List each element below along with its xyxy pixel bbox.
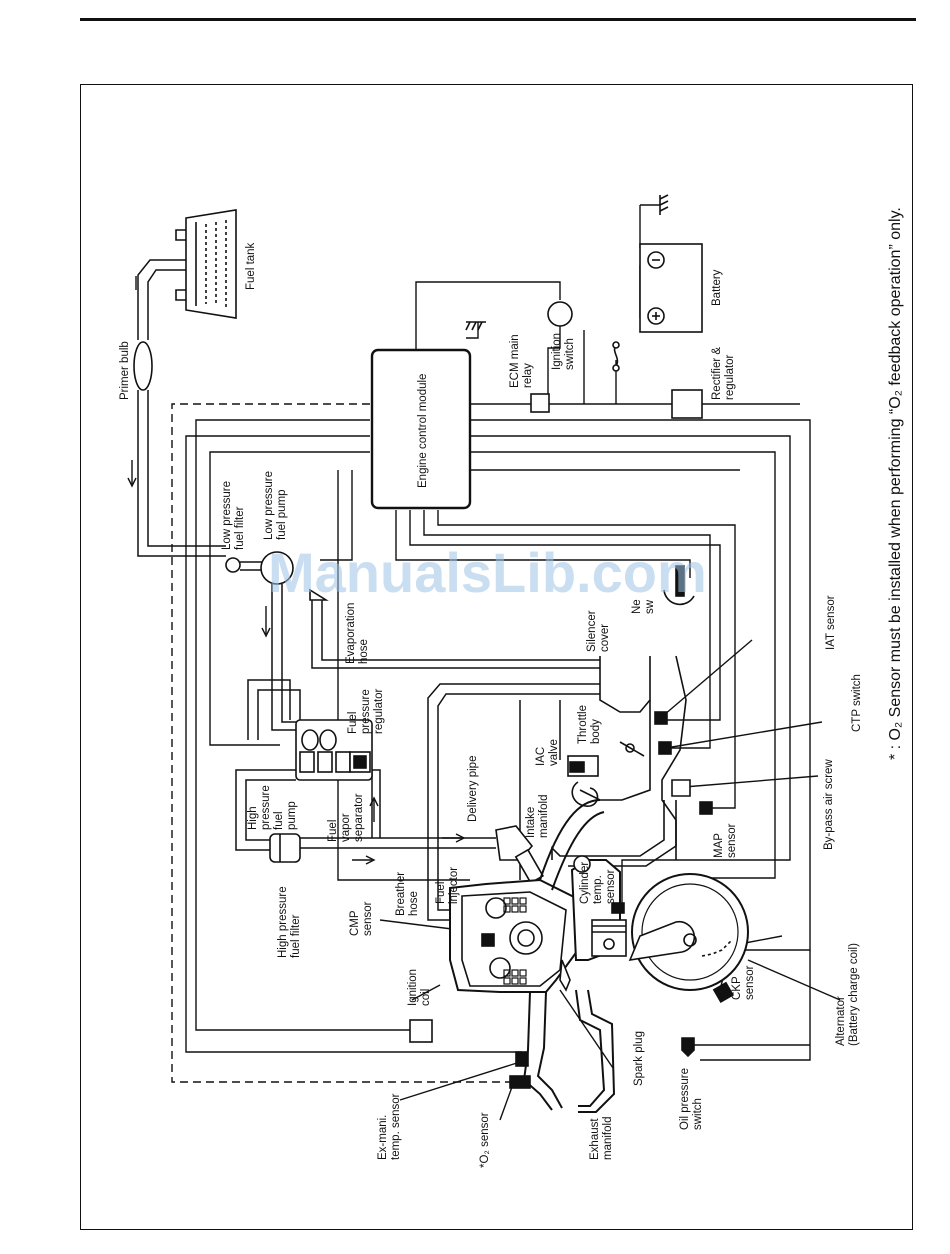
intake-manifold-icon (539, 799, 601, 881)
fuel-tank-icon (175, 209, 237, 319)
label-ecm-main-relay: ECM main relay (509, 331, 534, 388)
ignition-switch-icon (547, 301, 573, 327)
alternator-icon (628, 873, 749, 991)
map-sensor-icon (699, 801, 713, 815)
battery-ground-icon (659, 194, 669, 215)
label-breather-hose: Breather hose (395, 869, 420, 916)
label-iac-valve: IAC valve (535, 739, 560, 766)
label-throttle-body: Throttle body (577, 702, 602, 744)
high-pressure-fuel-filter-icon (269, 833, 301, 863)
wiring (171, 204, 841, 1121)
label-fuel-vapor-separator: Fuel vapor separator (327, 793, 365, 842)
iat-sensor-icon (654, 711, 668, 725)
label-neutral-switch: Ne sw (631, 596, 656, 614)
spark-plug-icon (559, 959, 571, 992)
top-rule (80, 18, 916, 21)
label-ctp-switch: CTP switch (851, 674, 863, 732)
delivery-pipe-icon (495, 825, 545, 884)
label-ecm: Engine control module (417, 374, 429, 488)
label-bypass-screw: By-pass air screw (823, 759, 835, 850)
label-oil-pressure-switch: Oil pressure switch (679, 1065, 704, 1130)
ctp-switch-icon (658, 741, 672, 755)
ckp-sensor-icon (712, 981, 735, 1004)
cylinder-icon (570, 855, 627, 961)
label-exhaust-manifold: Exhaust manifold (589, 1115, 614, 1160)
label-ignition-switch: Ignition switch (551, 330, 576, 370)
label-ex-mani-temp-sensor: Ex-mani. temp. sensor (377, 1093, 402, 1160)
neutral-switch-icon (663, 565, 695, 606)
evaporation-valve-icon (309, 588, 329, 601)
footnote: * : O₂ Sensor must be installed when per… (887, 207, 904, 760)
label-ignition-coil: Ignition coil (407, 966, 432, 1006)
label-rectifier: Rectifier & regulator (711, 344, 736, 400)
flow-arrows (127, 276, 466, 865)
label-battery: Battery (711, 269, 723, 306)
label-primer-bulb: Primer bulb (119, 341, 131, 400)
ground-icon (465, 321, 486, 331)
label-fuel-pressure-regulator: Fuel pressure regulator (347, 686, 385, 734)
fuel-pressure-regulator-icon (349, 751, 371, 773)
exhaust-manifold-icon (575, 989, 616, 1113)
label-hp-pump: High pressure fuel pump (247, 782, 298, 830)
label-hp-filter: High pressure fuel filter (277, 883, 302, 958)
label-iat-sensor: IAT sensor (825, 595, 837, 650)
ex-mani-temp-sensor-icon (515, 1051, 529, 1067)
o2-sensor-icon (509, 1075, 531, 1089)
label-evap-hose: Evaporation hose (345, 599, 370, 664)
ex-manifold-pipe-icon (522, 991, 563, 1111)
label-alternator: Alternator (Battery charge coil) (835, 943, 860, 1046)
cmp-sensor-block (481, 933, 495, 947)
label-cylinder-temp-sensor: Cylinder temp. sensor (579, 859, 617, 904)
iac-valve-icon (569, 761, 599, 807)
label-fuel-injector: Fuel injector (435, 867, 460, 904)
label-o2-sensor: *O₂ sensor (479, 1112, 491, 1168)
silencer-cover-icon (599, 656, 651, 713)
rectifier-regulator-icon (671, 389, 703, 419)
label-cmp-sensor: CMP sensor (349, 901, 374, 936)
bypass-air-screw-icon (671, 779, 691, 797)
diagram-frame (80, 84, 913, 1230)
label-ckp-sensor: CKP sensor (731, 965, 756, 1000)
label-spark-plug: Spark plug (633, 1031, 645, 1086)
oil-pressure-switch-icon (681, 1037, 695, 1058)
cylinder-temp-sensor-block (611, 902, 625, 914)
engine-block-icon (449, 878, 582, 993)
ecm-box (370, 348, 472, 510)
label-intake-manifold: Intake manifold (525, 795, 550, 838)
battery-icon (639, 243, 703, 333)
label-fuel-tank: Fuel tank (245, 242, 257, 290)
label-lp-pump: Low pressure fuel pump (263, 468, 288, 540)
ecm-main-relay-icon (530, 393, 550, 413)
label-silencer-cover: Silencer cover (586, 607, 611, 652)
label-map-sensor: MAP sensor (713, 823, 738, 858)
low-pressure-fuel-pump-icon (260, 551, 294, 585)
labels: Fuel tank Primer bulb Battery ECM main r… (119, 207, 904, 1168)
label-delivery-pipe: Delivery pipe (467, 756, 479, 822)
components (127, 194, 749, 1113)
primer-bulb-icon (133, 341, 153, 391)
watermark: ManualsLib.com (268, 541, 707, 604)
ignition-coil-icon (409, 1019, 433, 1043)
low-pressure-fuel-filter-icon (225, 557, 241, 573)
label-lp-filter: Low pressure fuel filter (221, 478, 246, 550)
